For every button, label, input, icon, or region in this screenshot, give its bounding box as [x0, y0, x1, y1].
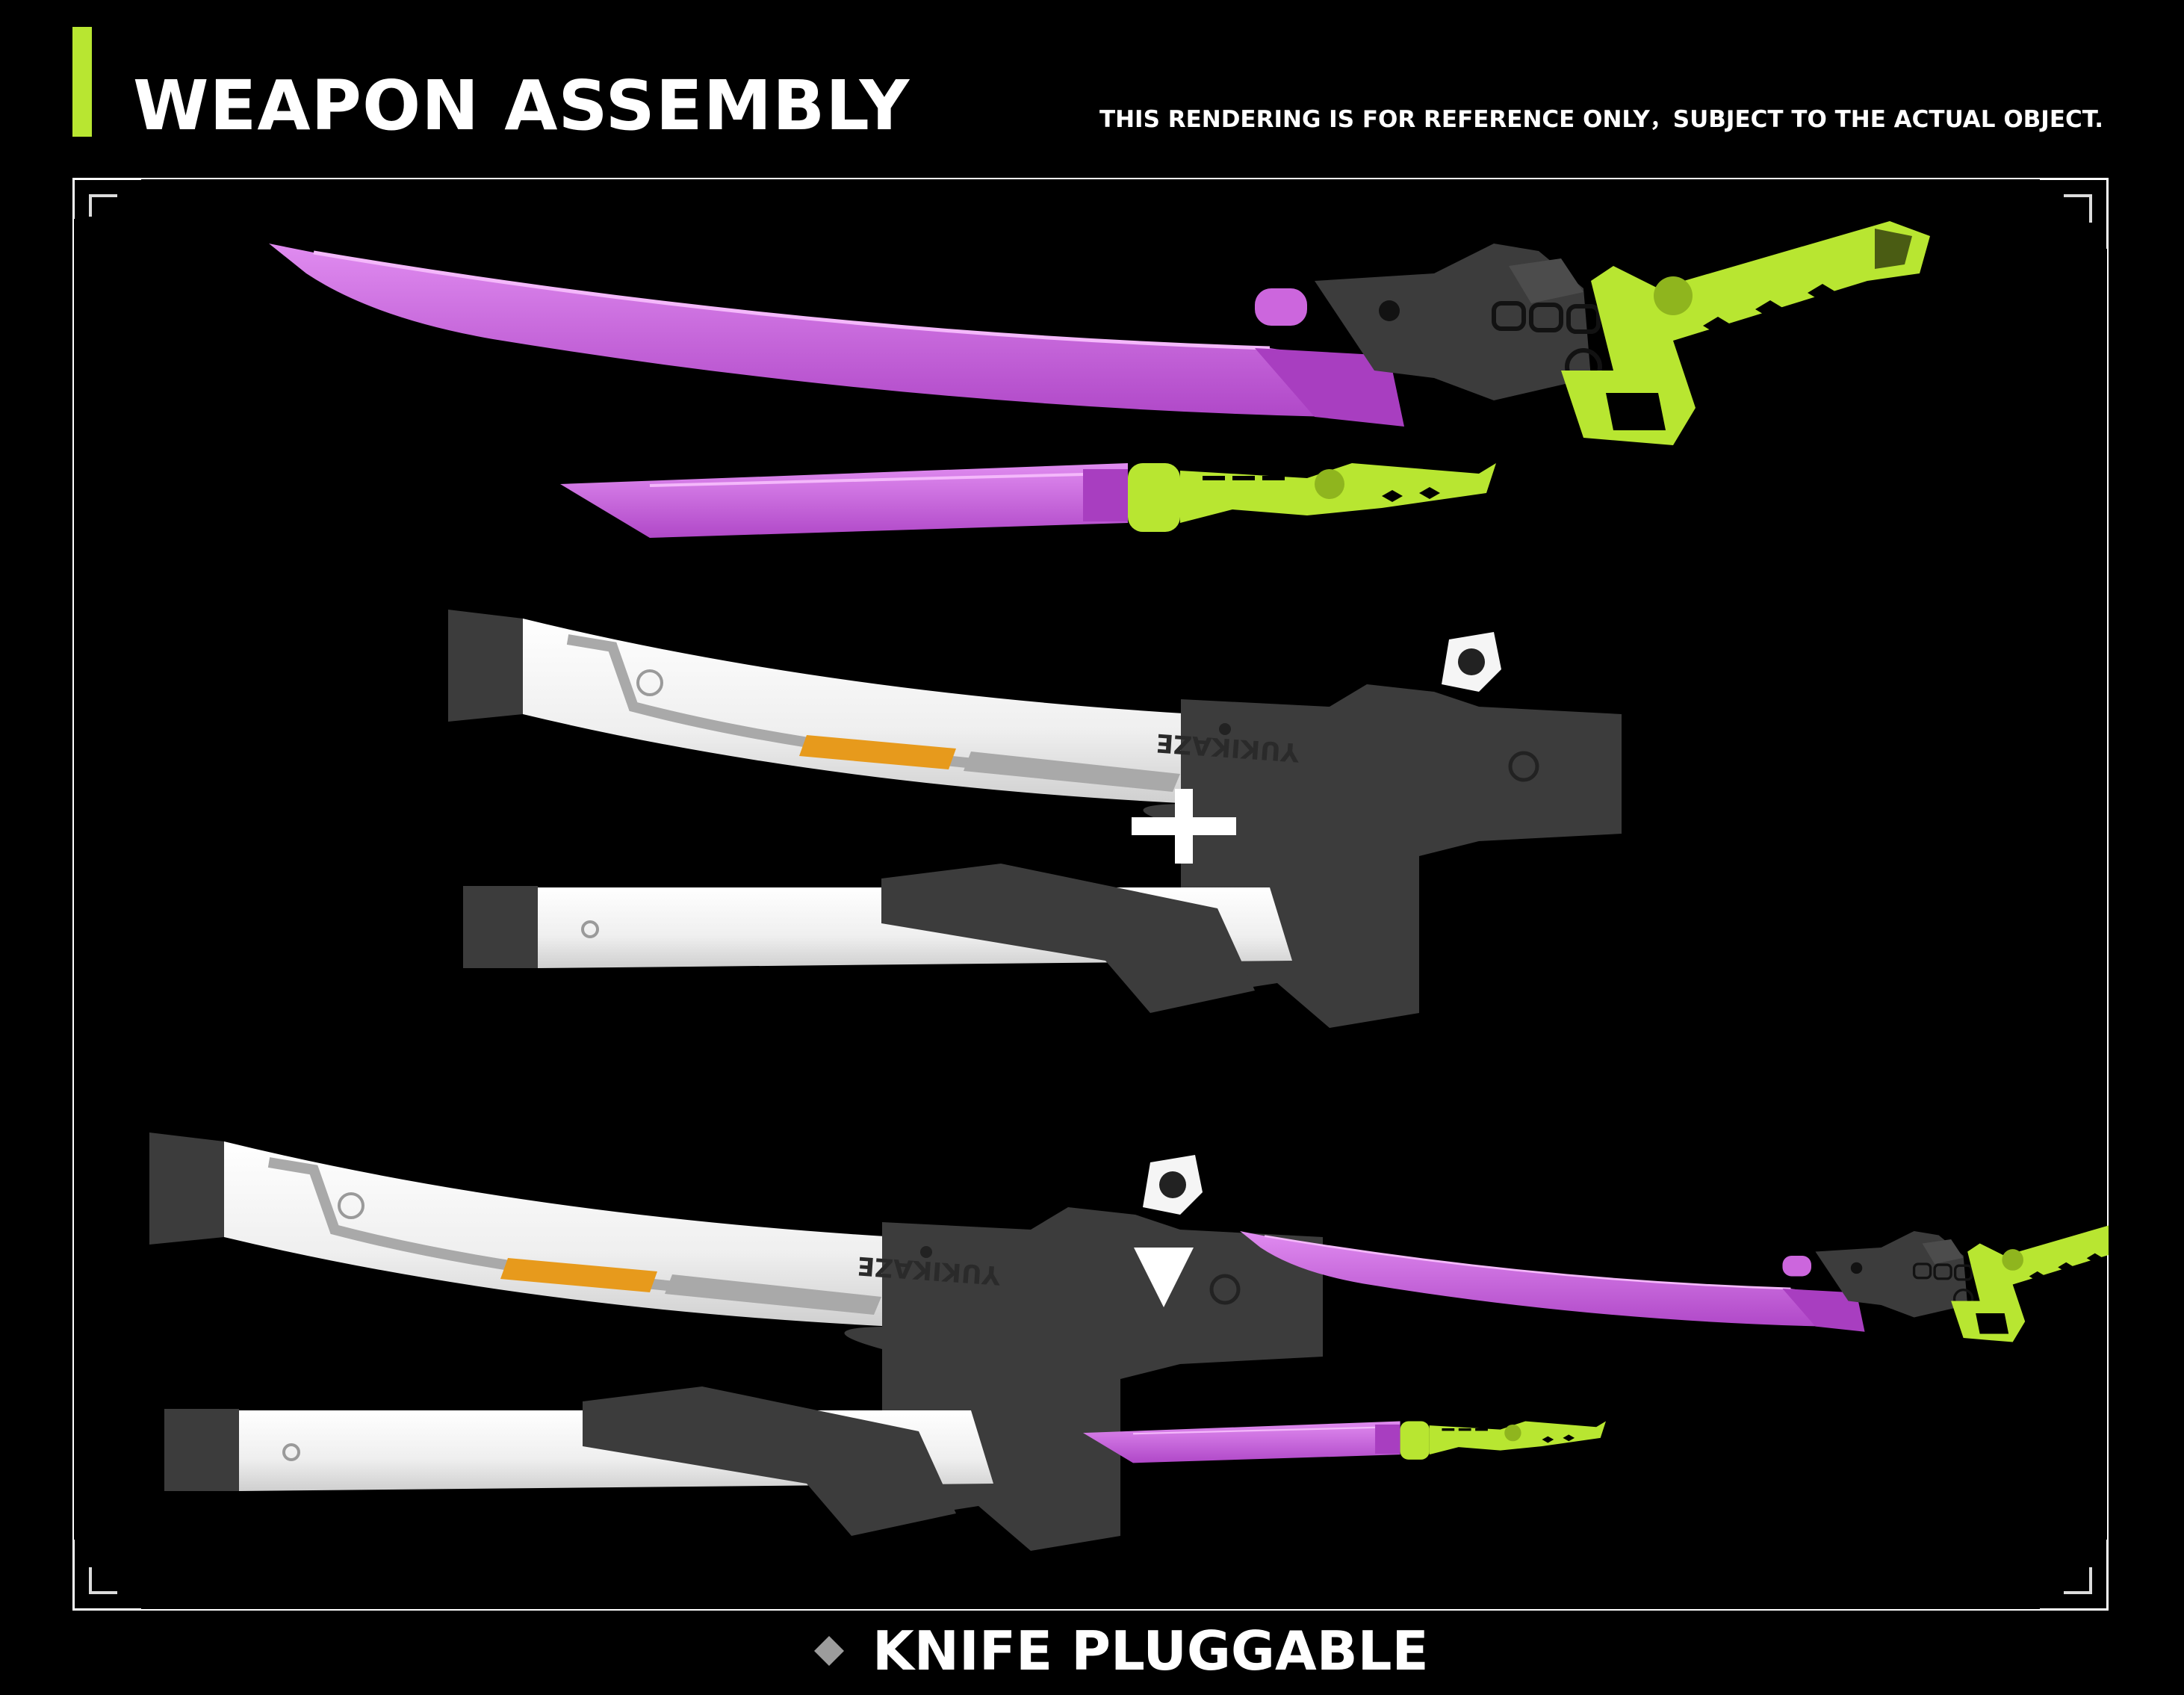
down-arrow-icon: [1134, 1248, 1194, 1307]
assembled-short-knife-render: [1083, 1421, 1606, 1463]
caption: KNIFE PLUGGABLE: [814, 1621, 1429, 1681]
assembled-long-sword-render: [1240, 1218, 2109, 1342]
scabbard-render: [448, 610, 1622, 1028]
short-knife-render: [560, 463, 1496, 538]
plus-icon: [1132, 789, 1236, 864]
diamond-icon: [814, 1636, 844, 1666]
page-title: WEAPON ASSEMBLY: [133, 66, 910, 146]
product-frame: YUKIKAZE: [72, 178, 2109, 1611]
frame-corners: [72, 178, 2109, 1611]
assembled-scabbard-render: [149, 1132, 1323, 1551]
product-illustration: YUKIKAZE: [72, 178, 2109, 1611]
caption-text: KNIFE PLUGGABLE: [872, 1620, 1429, 1682]
disclaimer-text: THIS RENDERING IS FOR REFERENCE ONLY，SUB…: [1099, 106, 2103, 133]
title-accent-bar: [72, 27, 92, 137]
long-sword-render: [269, 221, 1930, 445]
